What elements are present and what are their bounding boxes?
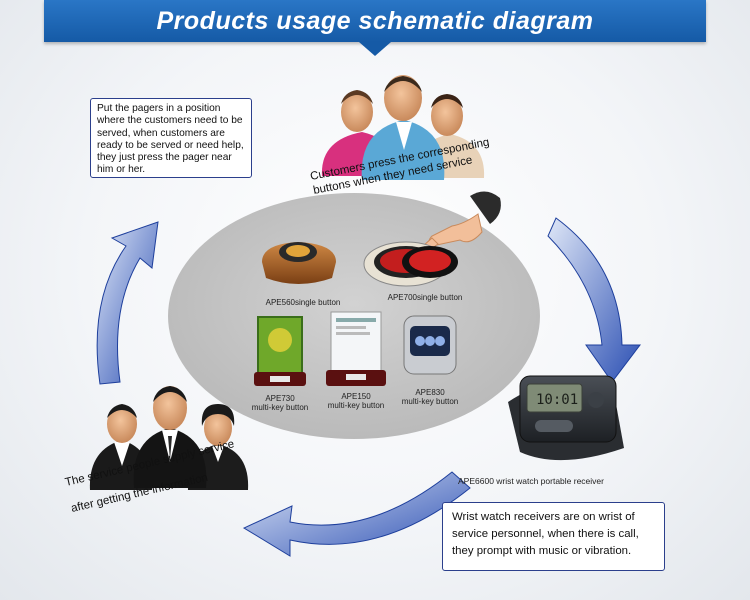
watch-display-time: 10:01: [536, 392, 578, 408]
ape150-label: APE150 multi-key button: [320, 392, 392, 410]
placement-note: Put the pagers in a position where the c…: [90, 98, 252, 178]
ape830-type: multi-key button: [401, 397, 459, 406]
ape730-type: multi-key button: [251, 403, 309, 412]
arrow-top-right: [547, 217, 642, 383]
receiver-note: Wrist watch receivers are on wrist of se…: [442, 502, 665, 571]
ape150-device: [326, 311, 386, 386]
ape730-label: APE730 multi-key button: [244, 394, 316, 412]
ape700-label: APE700single button: [387, 293, 463, 302]
ape830-label: APE830 multi-key button: [394, 388, 466, 406]
title-banner: Products usage schematic diagram: [44, 0, 706, 56]
diagram-title: Products usage schematic diagram: [156, 6, 594, 35]
arrow-bottom: [242, 471, 471, 557]
ape830-model: APE830: [415, 388, 445, 397]
ape730-device: [254, 316, 306, 386]
ape830-device: [403, 315, 457, 375]
ape730-model: APE730: [265, 394, 295, 403]
ape560-label: APE560single button: [265, 298, 341, 307]
ape700-device: [363, 241, 458, 287]
ape560-device: [262, 242, 336, 284]
customers-illustration: [321, 75, 485, 180]
wrist-watch-receiver: 10:01: [508, 375, 624, 461]
receiver-label: APE6600 wrist watch portable receiver: [458, 476, 604, 486]
ape150-model: APE150: [341, 392, 371, 401]
ape150-type: multi-key button: [327, 401, 385, 410]
arrow-left: [96, 221, 159, 385]
service-people-illustration: [89, 386, 249, 490]
